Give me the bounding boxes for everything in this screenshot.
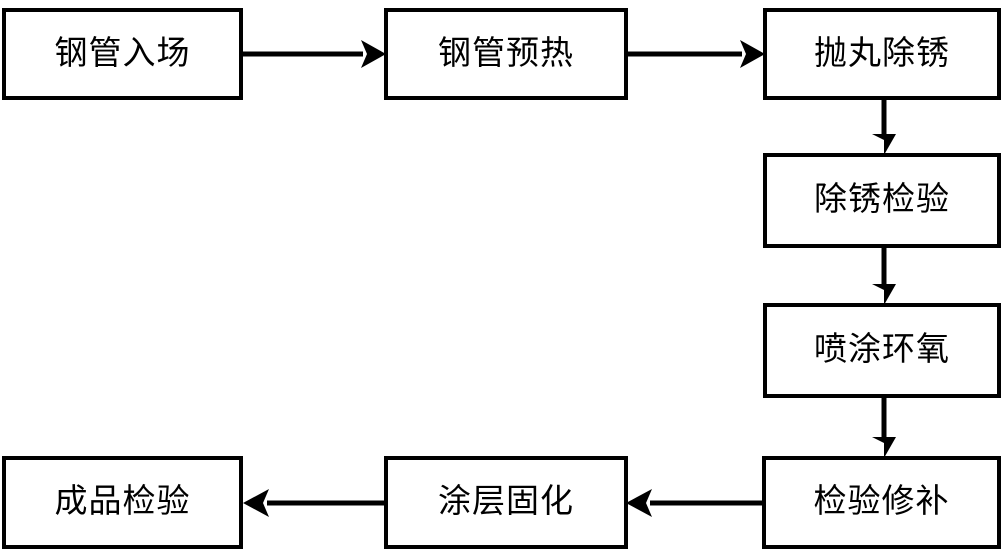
flow-edge-preheat-to-blasting <box>628 36 765 72</box>
flow-edge-curing-to-final-inspection <box>241 485 386 521</box>
flow-node-label: 钢管预热 <box>438 35 574 72</box>
flow-node-epoxy-spraying[interactable]: 喷涂环氧 <box>763 303 1001 398</box>
flow-node-label: 钢管入场 <box>54 35 191 72</box>
flow-edge-epoxy-to-inspection-repair <box>864 396 904 458</box>
flow-node-label: 检验修补 <box>813 484 950 520</box>
flow-edge-derust-inspection-to-epoxy <box>864 246 904 305</box>
flow-node-finished-product-inspection[interactable]: 成品检验 <box>2 456 243 549</box>
flow-node-label: 除锈检验 <box>814 182 950 218</box>
flow-edge-blasting-to-derust-inspection <box>864 98 904 155</box>
flow-edge-entry-to-preheat <box>243 36 386 72</box>
flow-node-inspection-repair[interactable]: 检验修补 <box>762 456 1001 549</box>
flow-node-steel-pipe-entry[interactable]: 钢管入场 <box>2 8 243 100</box>
flow-node-coating-curing[interactable]: 涂层固化 <box>384 456 628 549</box>
flow-node-label: 涂层固化 <box>438 484 574 520</box>
flow-node-label: 成品检验 <box>54 484 191 520</box>
flow-node-label: 喷涂环氧 <box>814 332 950 368</box>
flow-node-steel-pipe-preheat[interactable]: 钢管预热 <box>384 8 628 100</box>
flow-node-shot-blasting-derusting[interactable]: 抛丸除锈 <box>763 8 1001 100</box>
flow-node-label: 抛丸除锈 <box>814 35 950 72</box>
flow-node-derusting-inspection[interactable]: 除锈检验 <box>763 153 1001 248</box>
flow-edge-inspection-repair-to-curing <box>626 485 764 521</box>
